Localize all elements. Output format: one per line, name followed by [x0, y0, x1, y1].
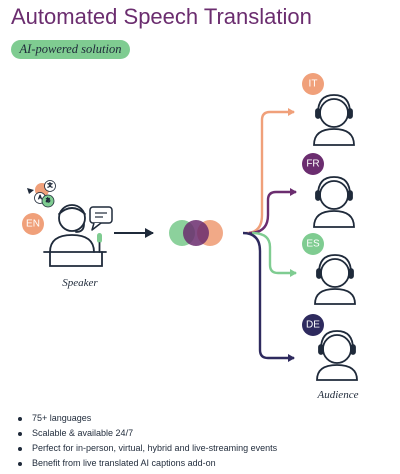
language-code: EN: [26, 219, 40, 230]
language-code: IT: [309, 79, 318, 90]
ai-powered-badge: AI-powered solution: [11, 40, 130, 59]
page-title: Automated Speech Translation: [11, 4, 312, 29]
audience-caption: Audience: [317, 389, 359, 401]
feature-list: 75+ languages Scalable & available 24/7 …: [14, 411, 277, 471]
speaker: 文 A あ EN Speaker: [22, 180, 113, 289]
audience-member-it: IT: [302, 73, 355, 146]
audience-member-de: DE: [302, 314, 358, 381]
audience-member-fr: FR: [302, 153, 355, 228]
list-item: Perfect for in-person, virtual, hybrid a…: [14, 441, 277, 456]
mini-glyph: A: [38, 195, 42, 201]
branch-arrow-icon: [251, 231, 297, 277]
list-item: 75+ languages: [14, 411, 277, 426]
mini-glyph: あ: [45, 198, 50, 204]
list-item: Benefit from live translated AI captions…: [14, 456, 277, 471]
person-headset-icon: [314, 254, 356, 305]
language-badge: [302, 314, 324, 336]
person-headset-icon: [313, 94, 355, 146]
mini-glyph: 文: [47, 182, 52, 189]
language-badge: [302, 73, 324, 95]
branch-arrows: [242, 108, 297, 362]
ai-engine-icon: [169, 220, 223, 246]
language-code: DE: [306, 320, 320, 331]
speech-bubble-icon: [89, 206, 113, 231]
language-badge: [302, 153, 324, 175]
branch-arrow-icon: [245, 108, 295, 235]
microphone-icon: [97, 233, 102, 253]
speaker-person-icon: [49, 204, 95, 253]
branch-arrow-icon: [242, 231, 295, 362]
translation-bubbles-icon: 文 A あ: [27, 180, 56, 208]
language-code: FR: [306, 159, 319, 170]
speaker-desk: [43, 251, 107, 267]
person-headset-icon: [313, 176, 355, 228]
speaker-caption: Speaker: [62, 277, 98, 289]
en-language-badge: EN: [22, 213, 44, 235]
list-item: Scalable & available 24/7: [14, 426, 277, 441]
branch-arrow-icon: [248, 188, 297, 235]
person-headset-icon: [316, 330, 358, 381]
audience-member-es: ES: [302, 233, 356, 305]
language-code: ES: [306, 239, 320, 250]
language-badge: [302, 233, 324, 255]
